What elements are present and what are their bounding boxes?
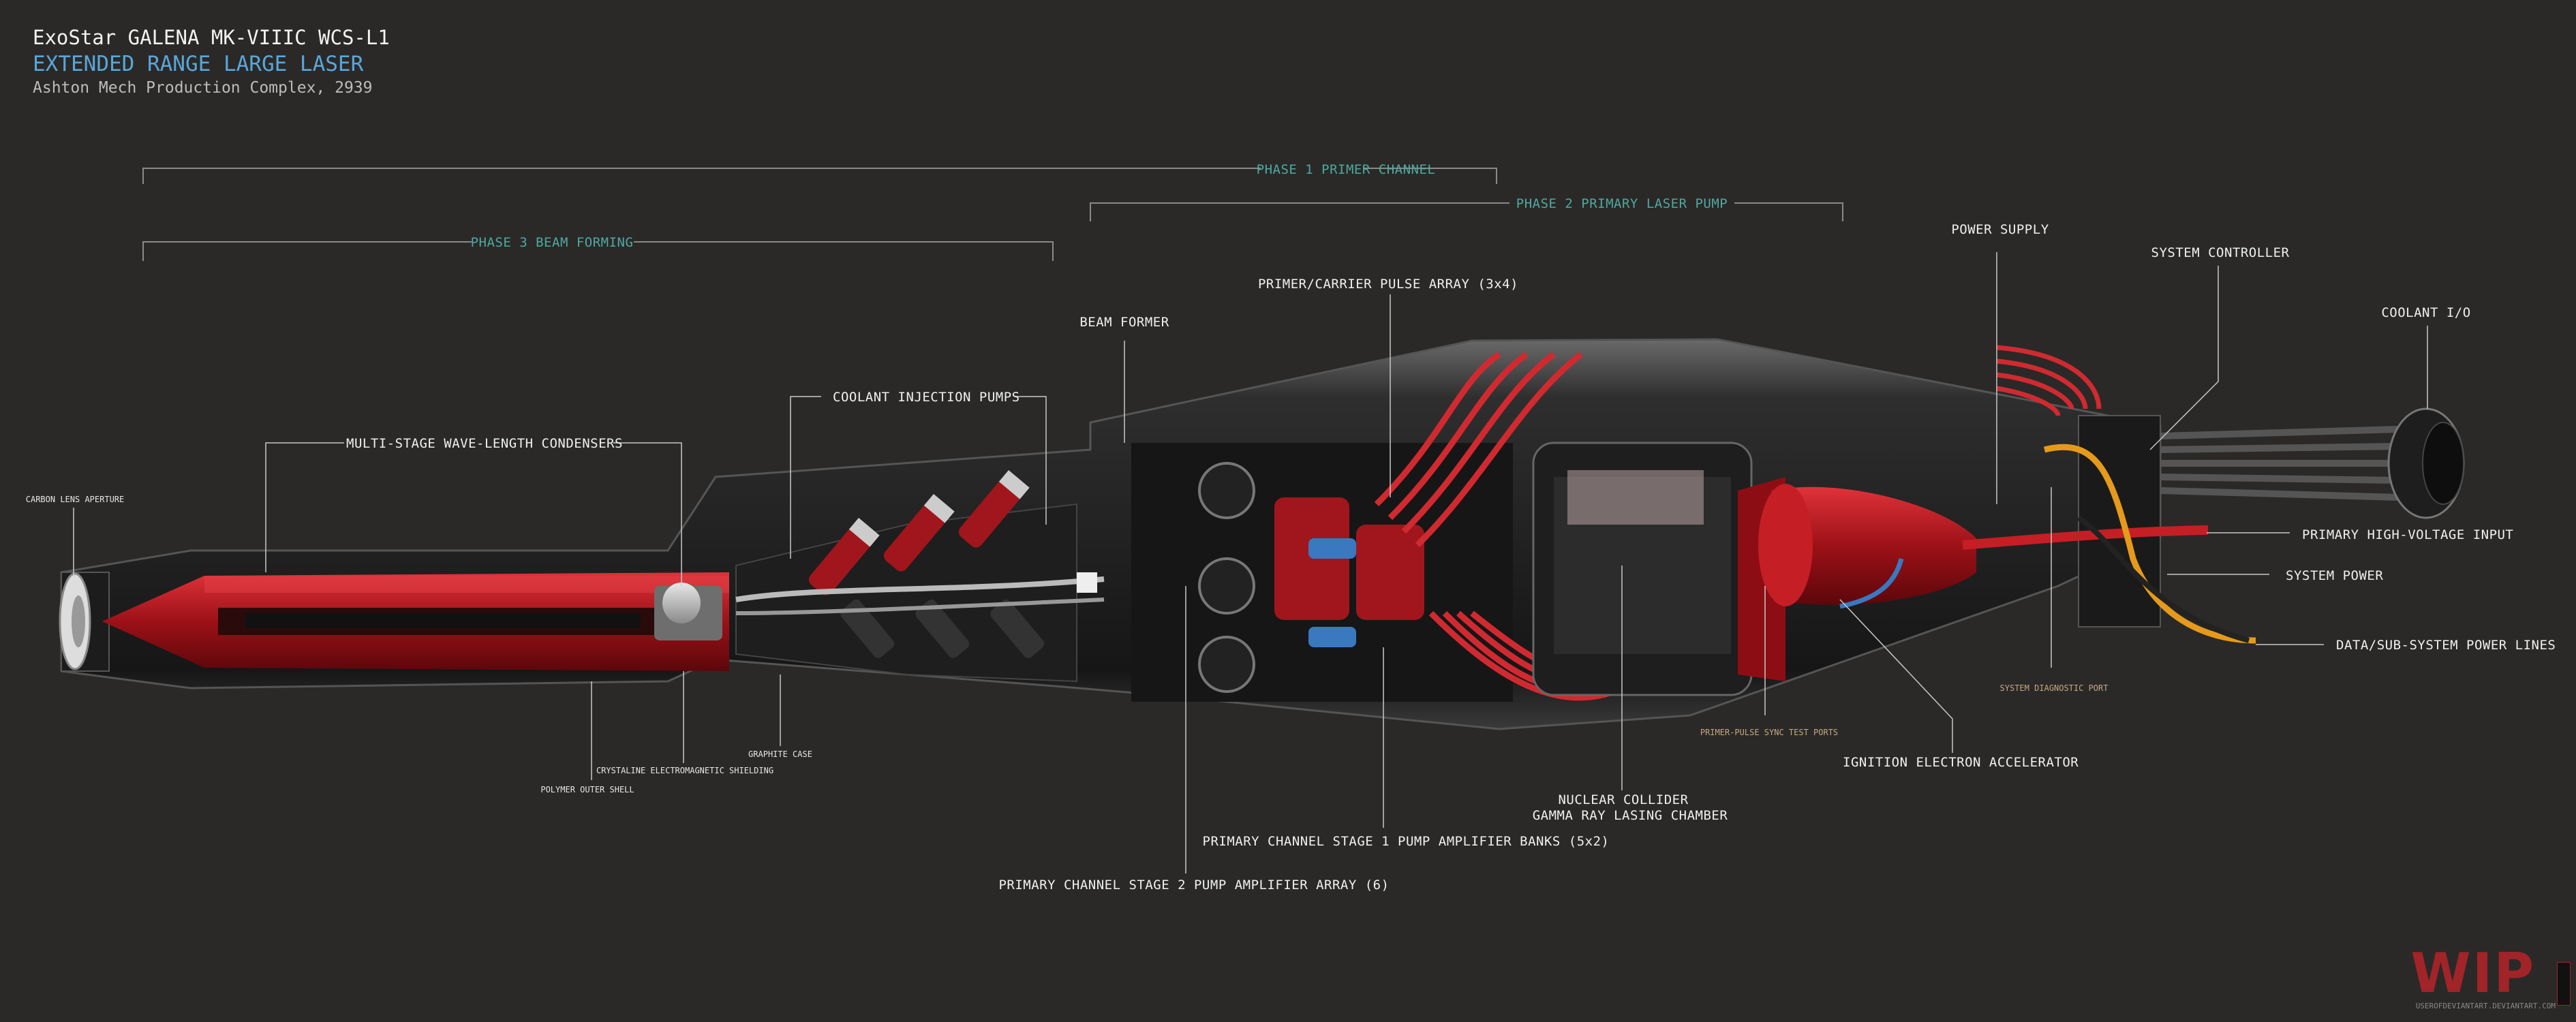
origin-caption: Ashton Mech Production Complex, 2939	[33, 79, 373, 97]
graphite-case-label: GRAPHITE CASE	[748, 749, 812, 759]
weapon-subtitle: EXTENDED RANGE LARGE LASER	[33, 52, 364, 76]
credit-text: USEROFDEVIANTART.DEVIANTART.COM	[2415, 1002, 2556, 1010]
model-title: ExoStar GALENA MK-VIIIC WCS-L1	[33, 26, 390, 49]
beam-former-label: BEAM FORMER	[1079, 315, 1169, 330]
ignition-label: IGNITION ELECTRON ACCELERATOR	[1843, 755, 2079, 770]
coolant-pumps-label: COOLANT INJECTION PUMPS	[833, 390, 1020, 405]
sync-ports-label: PRIMER-PULSE SYNC TEST PORTS	[1700, 728, 1839, 737]
phase-3-label: PHASE 3 BEAM FORMING	[470, 235, 634, 250]
rear-rods	[2160, 426, 2399, 501]
primer-pulse-emitters	[1198, 462, 1255, 693]
data-lines-label: DATA/SUB-SYSTEM POWER LINES	[2336, 638, 2556, 653]
hv-input-label: PRIMARY HIGH-VOLTAGE INPUT	[2302, 527, 2514, 542]
phase-brackets	[142, 168, 1843, 261]
coolant-io-label: COOLANT I/O	[2381, 305, 2471, 320]
collider-label: NUCLEAR COLLIDER	[1558, 792, 1689, 807]
system-controller-label: SYSTEM CONTROLLER	[2151, 245, 2290, 260]
wip-badge	[2557, 962, 2571, 1006]
system-power-label: SYSTEM POWER	[2286, 568, 2384, 583]
coolant-pumps	[808, 470, 1045, 658]
condensers-label: MULTI-STAGE WAVE-LENGTH CONDENSERS	[346, 436, 623, 451]
phase-1-label: PHASE 1 PRIMER CHANNEL	[1256, 162, 1436, 177]
primer-array-label: PRIMER/CARRIER PULSE ARRAY (3x4)	[1257, 277, 1519, 292]
stage2-label: PRIMARY CHANNEL STAGE 2 PUMP AMPLIFIER A…	[998, 878, 1390, 893]
power-supply-label: POWER SUPPLY	[1951, 222, 2049, 237]
lasing-chamber-label: GAMMA RAY LASING CHAMBER	[1532, 808, 1728, 823]
shielding-label: CRYSTALINE ELECTROMAGNETIC SHIELDING	[596, 766, 774, 775]
carbon-lens-label: CARBON LENS APERTURE	[25, 495, 125, 504]
phase-2-label: PHASE 2 PRIMARY LASER PUMP	[1516, 196, 1728, 211]
leader-lines	[73, 252, 2428, 873]
wip-watermark: WIP	[2410, 942, 2535, 1005]
diagnostic-port-label: SYSTEM DIAGNOSTIC PORT	[1999, 683, 2109, 693]
outer-shell-label: POLYMER OUTER SHELL	[540, 785, 634, 794]
stage1-label: PRIMARY CHANNEL STAGE 1 PUMP AMPLIFIER B…	[1202, 834, 1610, 849]
pump-red-blocks	[1274, 497, 1424, 620]
